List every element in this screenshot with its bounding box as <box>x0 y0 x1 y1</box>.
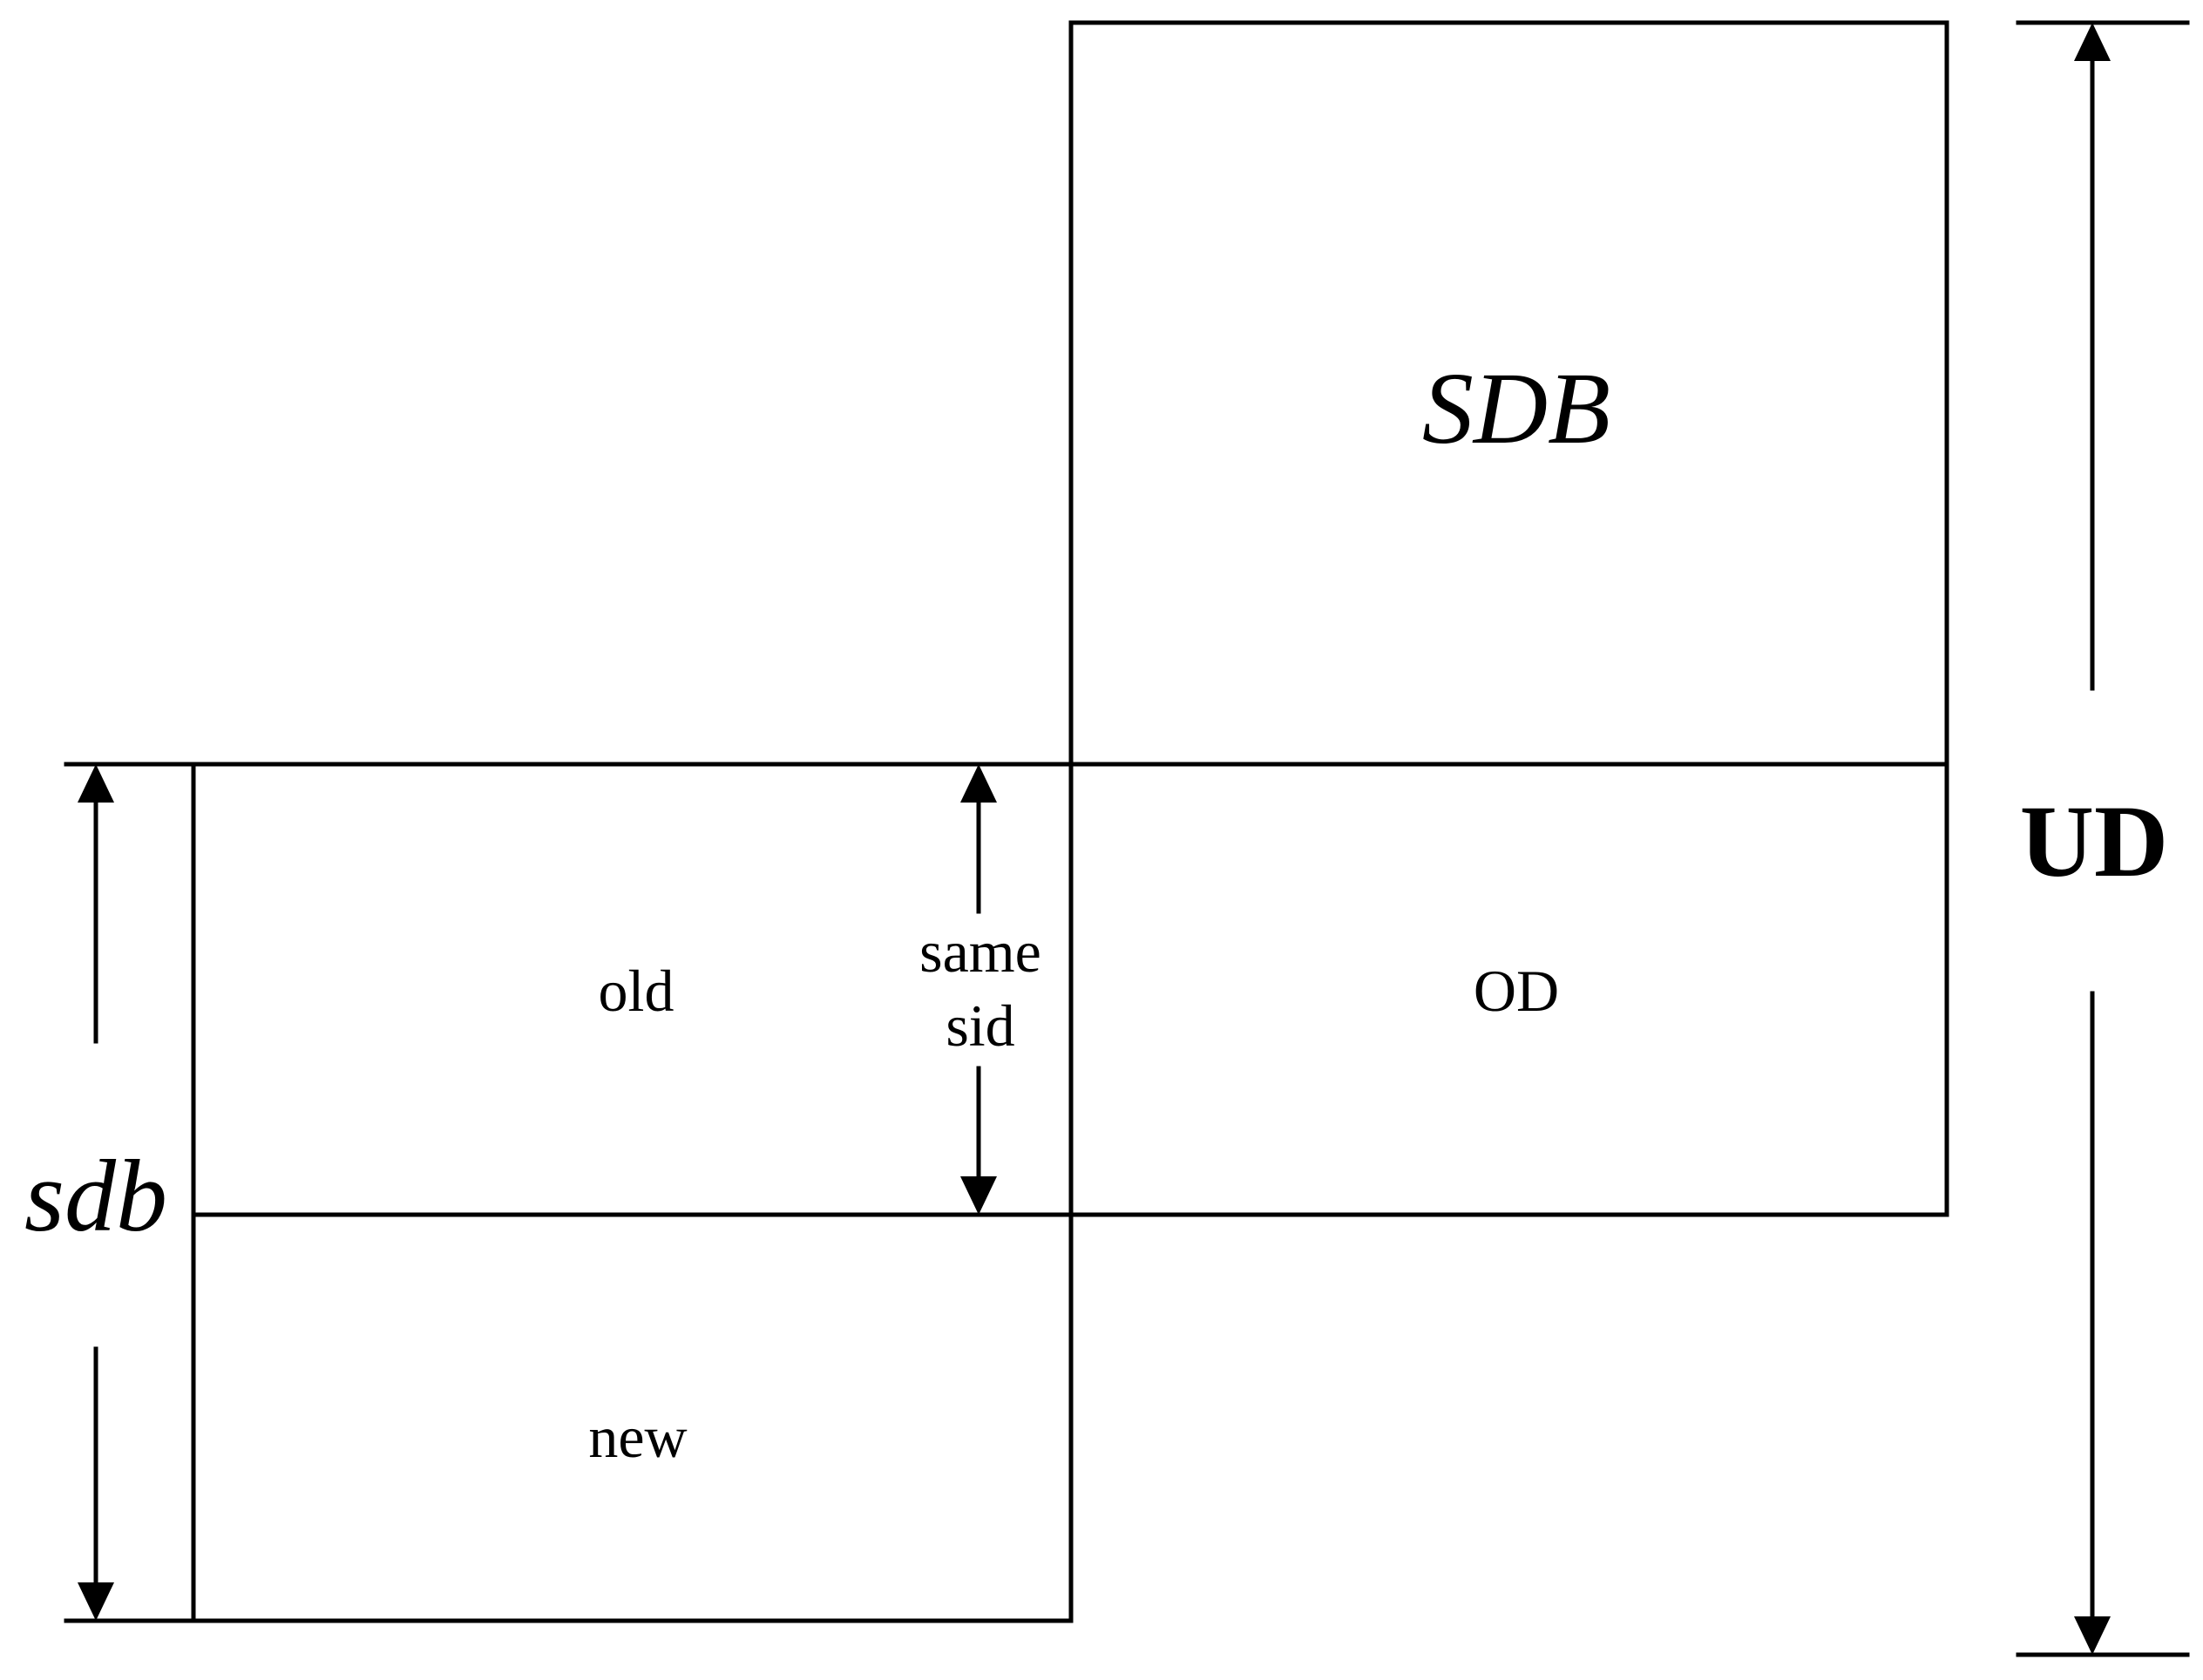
ud-arrow-down-head <box>2074 1616 2111 1655</box>
sdb-arrow-down-head <box>78 1582 114 1621</box>
sdb-box <box>1068 20 1949 1217</box>
same-sid-arrow-up-head <box>960 764 997 803</box>
same-label: same <box>919 918 1041 985</box>
same-sid-arrow-down-head <box>960 1176 997 1215</box>
ud-arrow-up-head <box>2074 23 2111 61</box>
sdb-lower-label: sdb <box>24 1139 167 1253</box>
old-label: old <box>599 958 674 1024</box>
od-label: OD <box>1474 958 1559 1024</box>
sdb-upper-label: SDB <box>1422 351 1610 465</box>
sdb-arrow-up-head <box>78 764 114 803</box>
ud-label: UD <box>2020 784 2168 898</box>
new-label: new <box>588 1404 687 1470</box>
sid-label: sid <box>946 992 1014 1059</box>
